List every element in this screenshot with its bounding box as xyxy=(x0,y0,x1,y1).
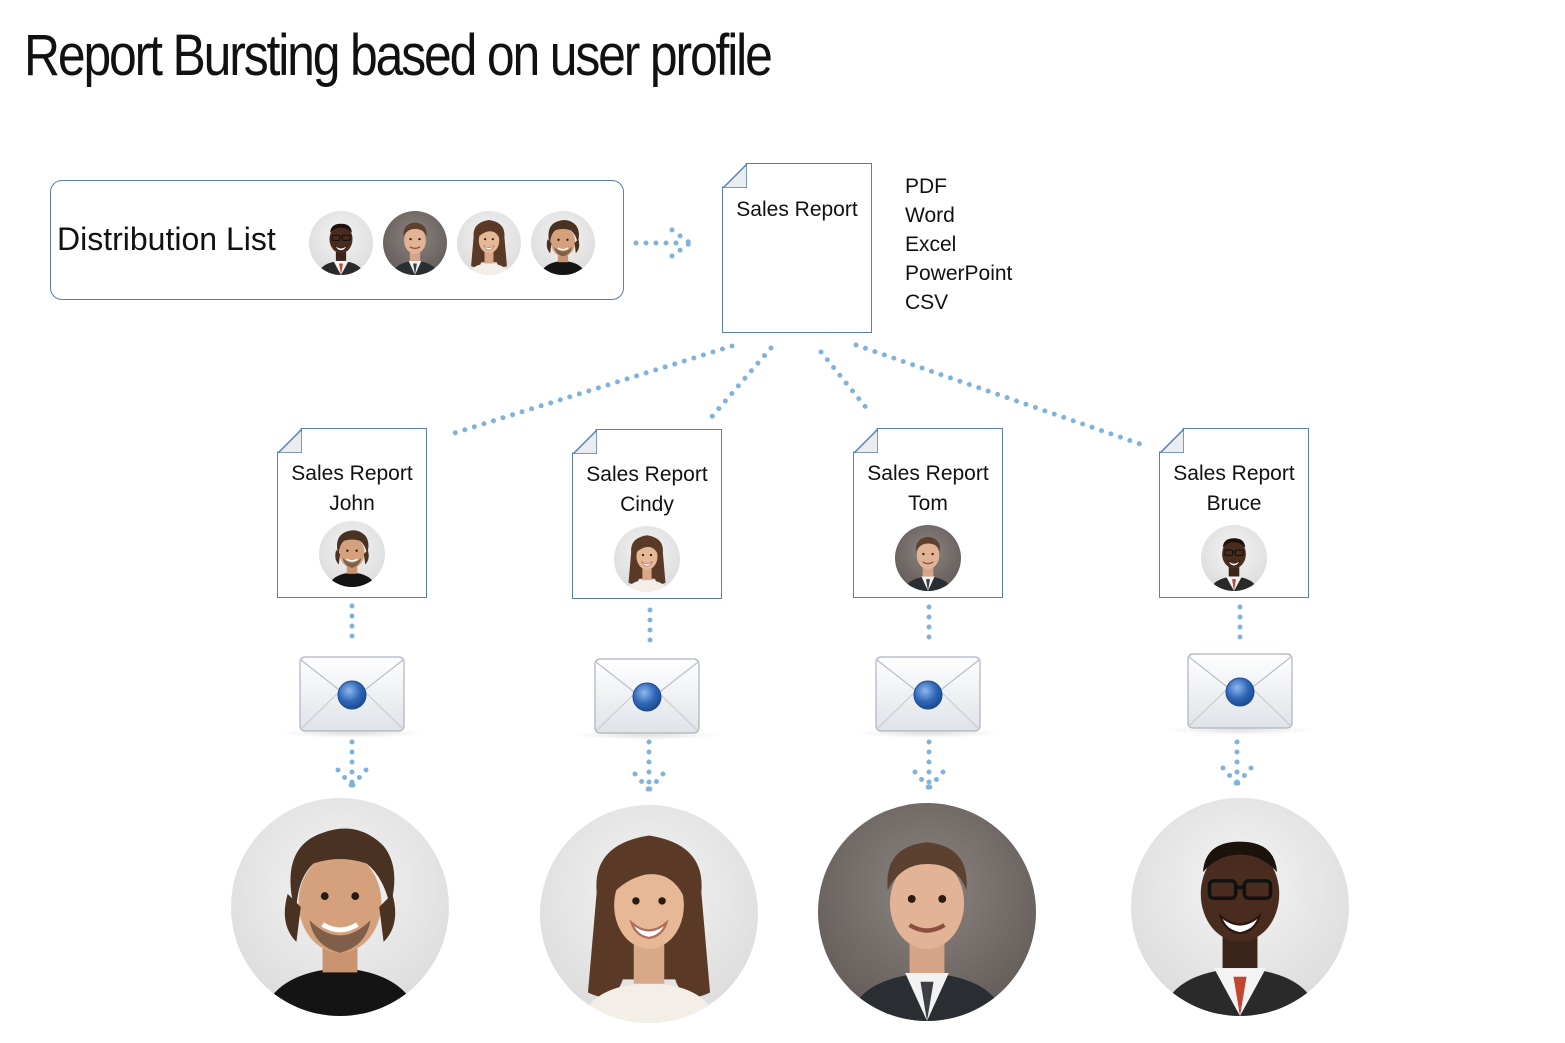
page-fold-icon xyxy=(573,430,597,454)
envelope-shadow xyxy=(1165,725,1315,735)
envelope-shadow xyxy=(277,728,427,738)
envelope-icon xyxy=(594,658,700,734)
report-title: Sales Report xyxy=(586,463,708,486)
report-document-tom: Sales Report Tom xyxy=(853,428,1003,598)
page-fold-icon xyxy=(1160,429,1184,453)
report-document-bruce: Sales Report Bruce xyxy=(1159,428,1309,598)
tom-avatar xyxy=(895,525,961,591)
format-item: CSV xyxy=(905,291,949,314)
distribution-list-label: Distribution List xyxy=(57,221,276,257)
john-photo xyxy=(231,798,449,1016)
format-item: PDF xyxy=(905,175,947,198)
cindy-photo xyxy=(540,805,758,1023)
format-item: PowerPoint xyxy=(905,262,1013,285)
master-report-document: Sales Report xyxy=(722,163,872,333)
recipient-name: Tom xyxy=(908,492,948,515)
connector-to-tom xyxy=(818,349,871,413)
cindy-avatar xyxy=(614,526,680,592)
bruce-photo xyxy=(1131,798,1349,1016)
john-avatar-small xyxy=(531,211,595,275)
envelope-shadow xyxy=(572,730,722,740)
page-title: Report Bursting based on user profile xyxy=(24,23,773,88)
report-title: Sales Report xyxy=(867,462,989,485)
tom-photo xyxy=(818,803,1036,1021)
envelope-shadow xyxy=(853,728,1003,738)
cindy-avatar-small xyxy=(457,211,521,275)
connector-to-john xyxy=(445,343,735,438)
format-item: Word xyxy=(905,204,955,227)
master-report-label: Sales Report xyxy=(736,198,858,221)
envelope-icon xyxy=(1187,653,1293,729)
page-fold-icon xyxy=(723,164,747,188)
tom-avatar-small xyxy=(383,211,447,275)
recipient-name: John xyxy=(329,492,375,515)
format-item: Excel xyxy=(905,233,957,256)
report-document-cindy: Sales Report Cindy xyxy=(572,429,722,599)
connector-to-cindy xyxy=(706,345,774,423)
bruce-avatar-small xyxy=(309,211,373,275)
distribution-list-box: Distribution List xyxy=(50,180,624,300)
report-title: Sales Report xyxy=(1173,462,1295,485)
format-list: PDF Word Excel PowerPoint CSV xyxy=(905,172,1012,317)
connector-to-bruce xyxy=(853,342,1143,447)
recipient-name: Bruce xyxy=(1206,492,1262,515)
envelope-icon xyxy=(299,656,405,732)
recipient-name: Cindy xyxy=(620,493,674,516)
page-fold-icon xyxy=(278,429,302,453)
bruce-avatar xyxy=(1201,525,1267,591)
report-document-john: Sales Report John xyxy=(277,428,427,598)
report-title: Sales Report xyxy=(291,462,413,485)
page-fold-icon xyxy=(854,429,878,453)
envelope-icon xyxy=(875,656,981,732)
john-avatar xyxy=(319,521,385,587)
